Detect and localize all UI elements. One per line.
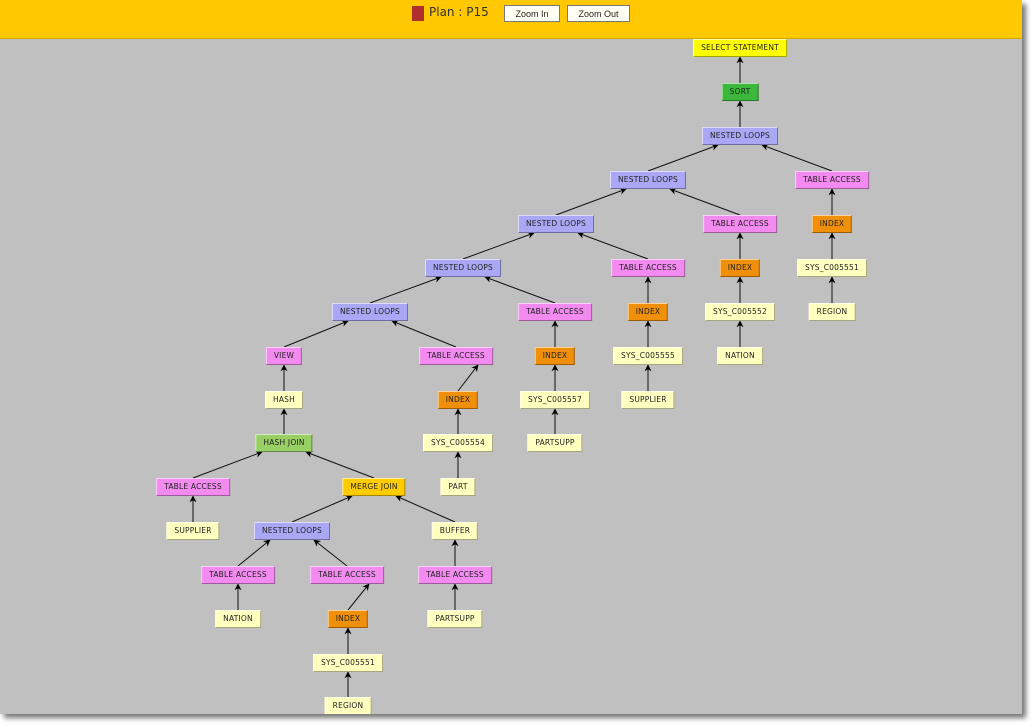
plan-node-sys-c005551[interactable]: SYS_C005551 bbox=[797, 259, 867, 277]
plan-edge bbox=[313, 539, 348, 567]
plan-node-sys-c005551[interactable]: SYS_C005551 bbox=[313, 654, 383, 672]
plan-node-supplier[interactable]: SUPPLIER bbox=[166, 522, 220, 540]
plan-color-swatch bbox=[412, 6, 424, 21]
plan-edge bbox=[669, 187, 741, 216]
plan-node-view[interactable]: VIEW bbox=[265, 347, 303, 365]
plan-node-nation[interactable]: NATION bbox=[717, 347, 763, 365]
plan-edge bbox=[291, 495, 353, 523]
plan-node-index[interactable]: INDEX bbox=[811, 215, 853, 233]
plan-node-index[interactable]: INDEX bbox=[327, 610, 369, 628]
plan-node-table-access[interactable]: TABLE ACCESS bbox=[418, 566, 492, 584]
plan-node-table-access[interactable]: TABLE ACCESS bbox=[703, 215, 777, 233]
plan-edge bbox=[305, 450, 375, 479]
plan-node-supplier[interactable]: SUPPLIER bbox=[621, 391, 675, 409]
plan-node-sys-c005557[interactable]: SYS_C005557 bbox=[520, 391, 590, 409]
plan-edge bbox=[577, 231, 649, 260]
plan-node-table-access[interactable]: TABLE ACCESS bbox=[201, 566, 275, 584]
plan-edge bbox=[761, 143, 833, 172]
plan-node-index[interactable]: INDEX bbox=[719, 259, 761, 277]
plan-node-region[interactable]: REGION bbox=[324, 697, 372, 714]
plan-node-partsupp[interactable]: PARTSUPP bbox=[427, 610, 483, 628]
plan-canvas: Plan : P15 Zoom In Zoom Out SELECT STATE… bbox=[0, 0, 1022, 714]
plan-node-table-access[interactable]: TABLE ACCESS bbox=[611, 259, 685, 277]
plan-edge bbox=[369, 275, 442, 304]
plan-edge bbox=[283, 320, 349, 348]
plan-edge bbox=[462, 231, 535, 260]
plan-node-table-access[interactable]: TABLE ACCESS bbox=[310, 566, 384, 584]
plan-edge bbox=[391, 320, 457, 348]
plan-edges bbox=[189, 56, 836, 697]
plan-node-nested-loops[interactable]: NESTED LOOPS bbox=[702, 127, 778, 145]
plan-edge bbox=[192, 450, 263, 479]
plan-node-sys-c005555[interactable]: SYS_C005555 bbox=[613, 347, 683, 365]
plan-node-buffer[interactable]: BUFFER bbox=[431, 522, 479, 540]
plan-node-nested-loops[interactable]: NESTED LOOPS bbox=[610, 171, 686, 189]
plan-edge bbox=[395, 495, 456, 523]
plan-edge bbox=[237, 539, 271, 567]
plan-edge bbox=[647, 143, 719, 172]
plan-node-select-statement[interactable]: SELECT STATEMENT bbox=[693, 39, 787, 57]
plan-node-merge-join[interactable]: MERGE JOIN bbox=[342, 478, 406, 496]
plan-node-sys-c005552[interactable]: SYS_C005552 bbox=[705, 303, 775, 321]
plan-node-index[interactable]: INDEX bbox=[534, 347, 576, 365]
plan-node-part[interactable]: PART bbox=[440, 478, 476, 496]
plan-node-nested-loops[interactable]: NESTED LOOPS bbox=[254, 522, 330, 540]
plan-node-nested-loops[interactable]: NESTED LOOPS bbox=[332, 303, 408, 321]
plan-node-nation[interactable]: NATION bbox=[215, 610, 261, 628]
plan-edge bbox=[457, 364, 479, 392]
plan-node-table-access[interactable]: TABLE ACCESS bbox=[419, 347, 493, 365]
plan-title: Plan : P15 bbox=[429, 5, 489, 19]
plan-node-table-access[interactable]: TABLE ACCESS bbox=[156, 478, 230, 496]
plan-node-index[interactable]: INDEX bbox=[627, 303, 669, 321]
plan-node-sort[interactable]: SORT bbox=[721, 83, 759, 101]
plan-node-sys-c005554[interactable]: SYS_C005554 bbox=[423, 434, 493, 452]
plan-edge bbox=[484, 275, 556, 304]
plan-node-hash-join[interactable]: HASH JOIN bbox=[255, 434, 313, 452]
plan-edge bbox=[555, 187, 627, 216]
plan-node-nested-loops[interactable]: NESTED LOOPS bbox=[425, 259, 501, 277]
plan-node-table-access[interactable]: TABLE ACCESS bbox=[795, 171, 869, 189]
plan-node-table-access[interactable]: TABLE ACCESS bbox=[518, 303, 592, 321]
plan-node-index[interactable]: INDEX bbox=[437, 391, 479, 409]
plan-node-partsupp[interactable]: PARTSUPP bbox=[527, 434, 583, 452]
toolbar: Plan : P15 Zoom In Zoom Out bbox=[0, 0, 1022, 39]
plan-node-nested-loops[interactable]: NESTED LOOPS bbox=[518, 215, 594, 233]
plan-node-hash[interactable]: HASH bbox=[265, 391, 303, 409]
zoom-in-button[interactable]: Zoom In bbox=[504, 5, 560, 22]
plan-edge bbox=[347, 583, 370, 611]
plan-node-region[interactable]: REGION bbox=[808, 303, 856, 321]
zoom-out-button[interactable]: Zoom Out bbox=[567, 5, 630, 22]
